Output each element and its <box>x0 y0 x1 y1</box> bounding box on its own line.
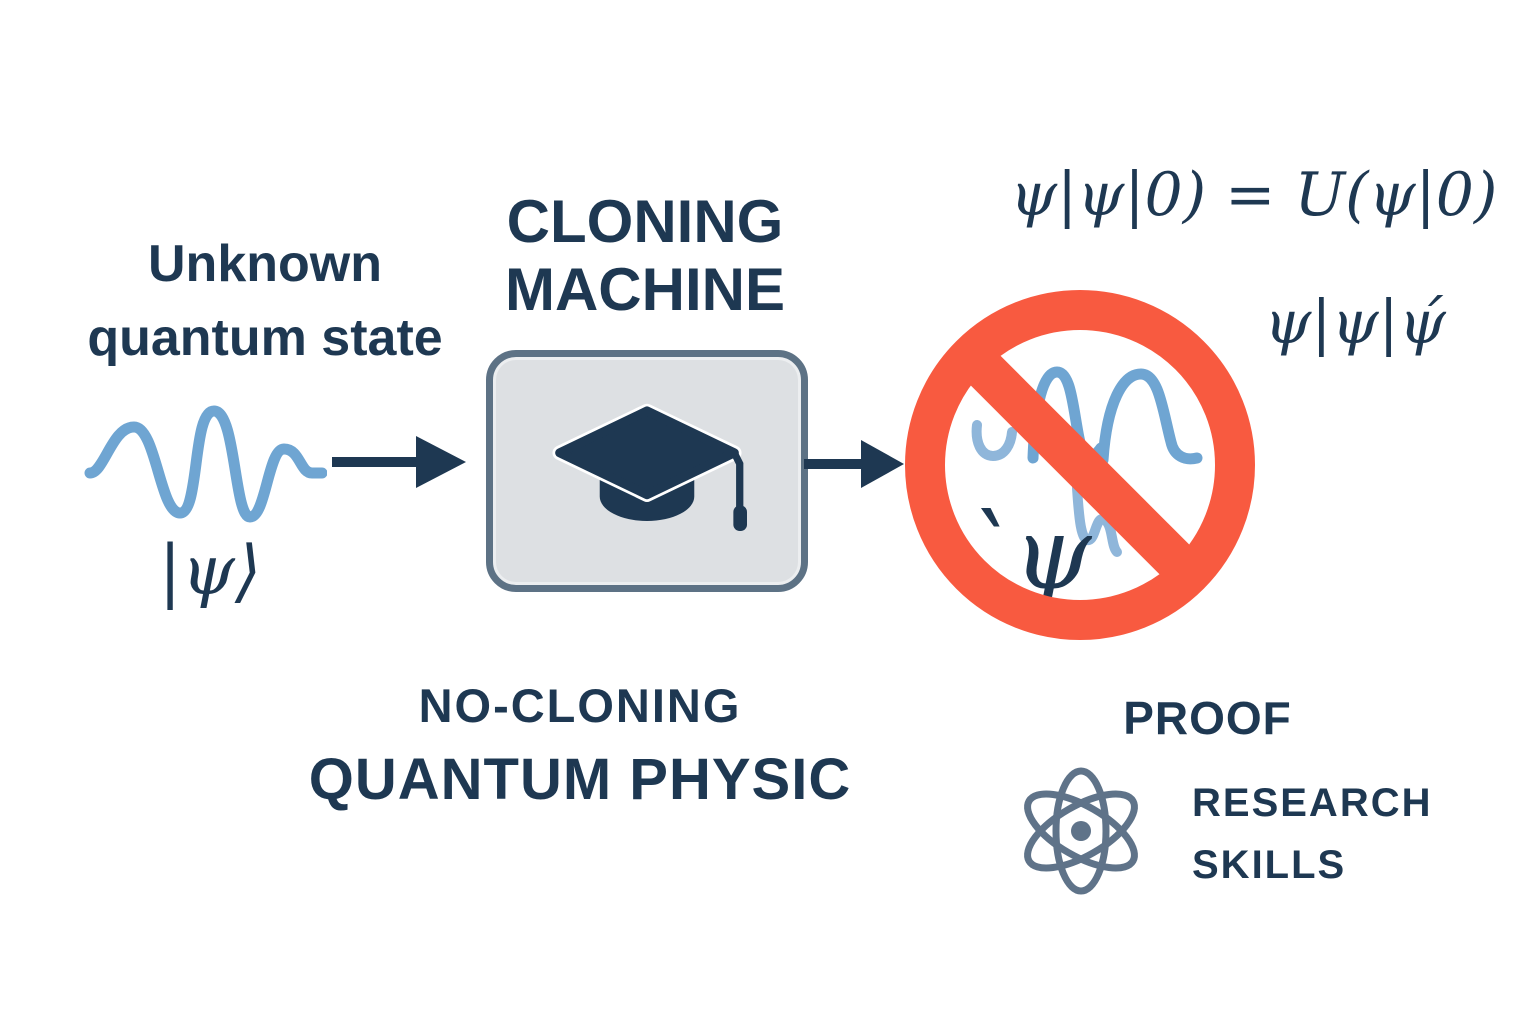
theorem-caption: NO-CLONING QUANTUM PHYSIC <box>275 682 885 809</box>
no-sign-icon: `ψ <box>905 290 1255 640</box>
unitarity-equation: ψ|ψ|0) = U(ψ|0) <box>1010 160 1498 230</box>
wave-packet-icon <box>84 405 327 523</box>
no-cloning-label: NO-CLONING <box>418 679 742 732</box>
proof-label: PROOF <box>1123 692 1292 744</box>
cloning-machine-title-line2: MACHINE <box>505 256 785 324</box>
research-skills-line2: SKILLS <box>1192 843 1347 887</box>
unknown-state-label-line1: Unknown <box>148 235 382 293</box>
unknown-state-label: Unknown quantum state <box>55 228 475 376</box>
research-skills-label: RESEARCH SKILLS <box>1192 772 1452 896</box>
cloning-machine-box <box>486 350 808 592</box>
arrow-right-icon <box>332 436 466 488</box>
cloning-machine-title: CLONING MACHINE <box>460 188 830 325</box>
triple-psi-expression: ψ|ψ|ψ́ <box>1264 288 1446 358</box>
arrow-right-icon <box>804 440 904 488</box>
cloning-machine-title-line1: CLONING <box>506 188 784 255</box>
graduation-cap-icon <box>552 403 747 531</box>
psi-ket-label: |ψ⟩ <box>158 532 262 611</box>
atom-icon <box>1024 767 1138 895</box>
unknown-state-label-line2: quantum state <box>87 308 443 367</box>
quantum-physic-label: QUANTUM PHYSIC <box>308 747 852 812</box>
research-skills-line1: RESEARCH <box>1192 781 1433 825</box>
